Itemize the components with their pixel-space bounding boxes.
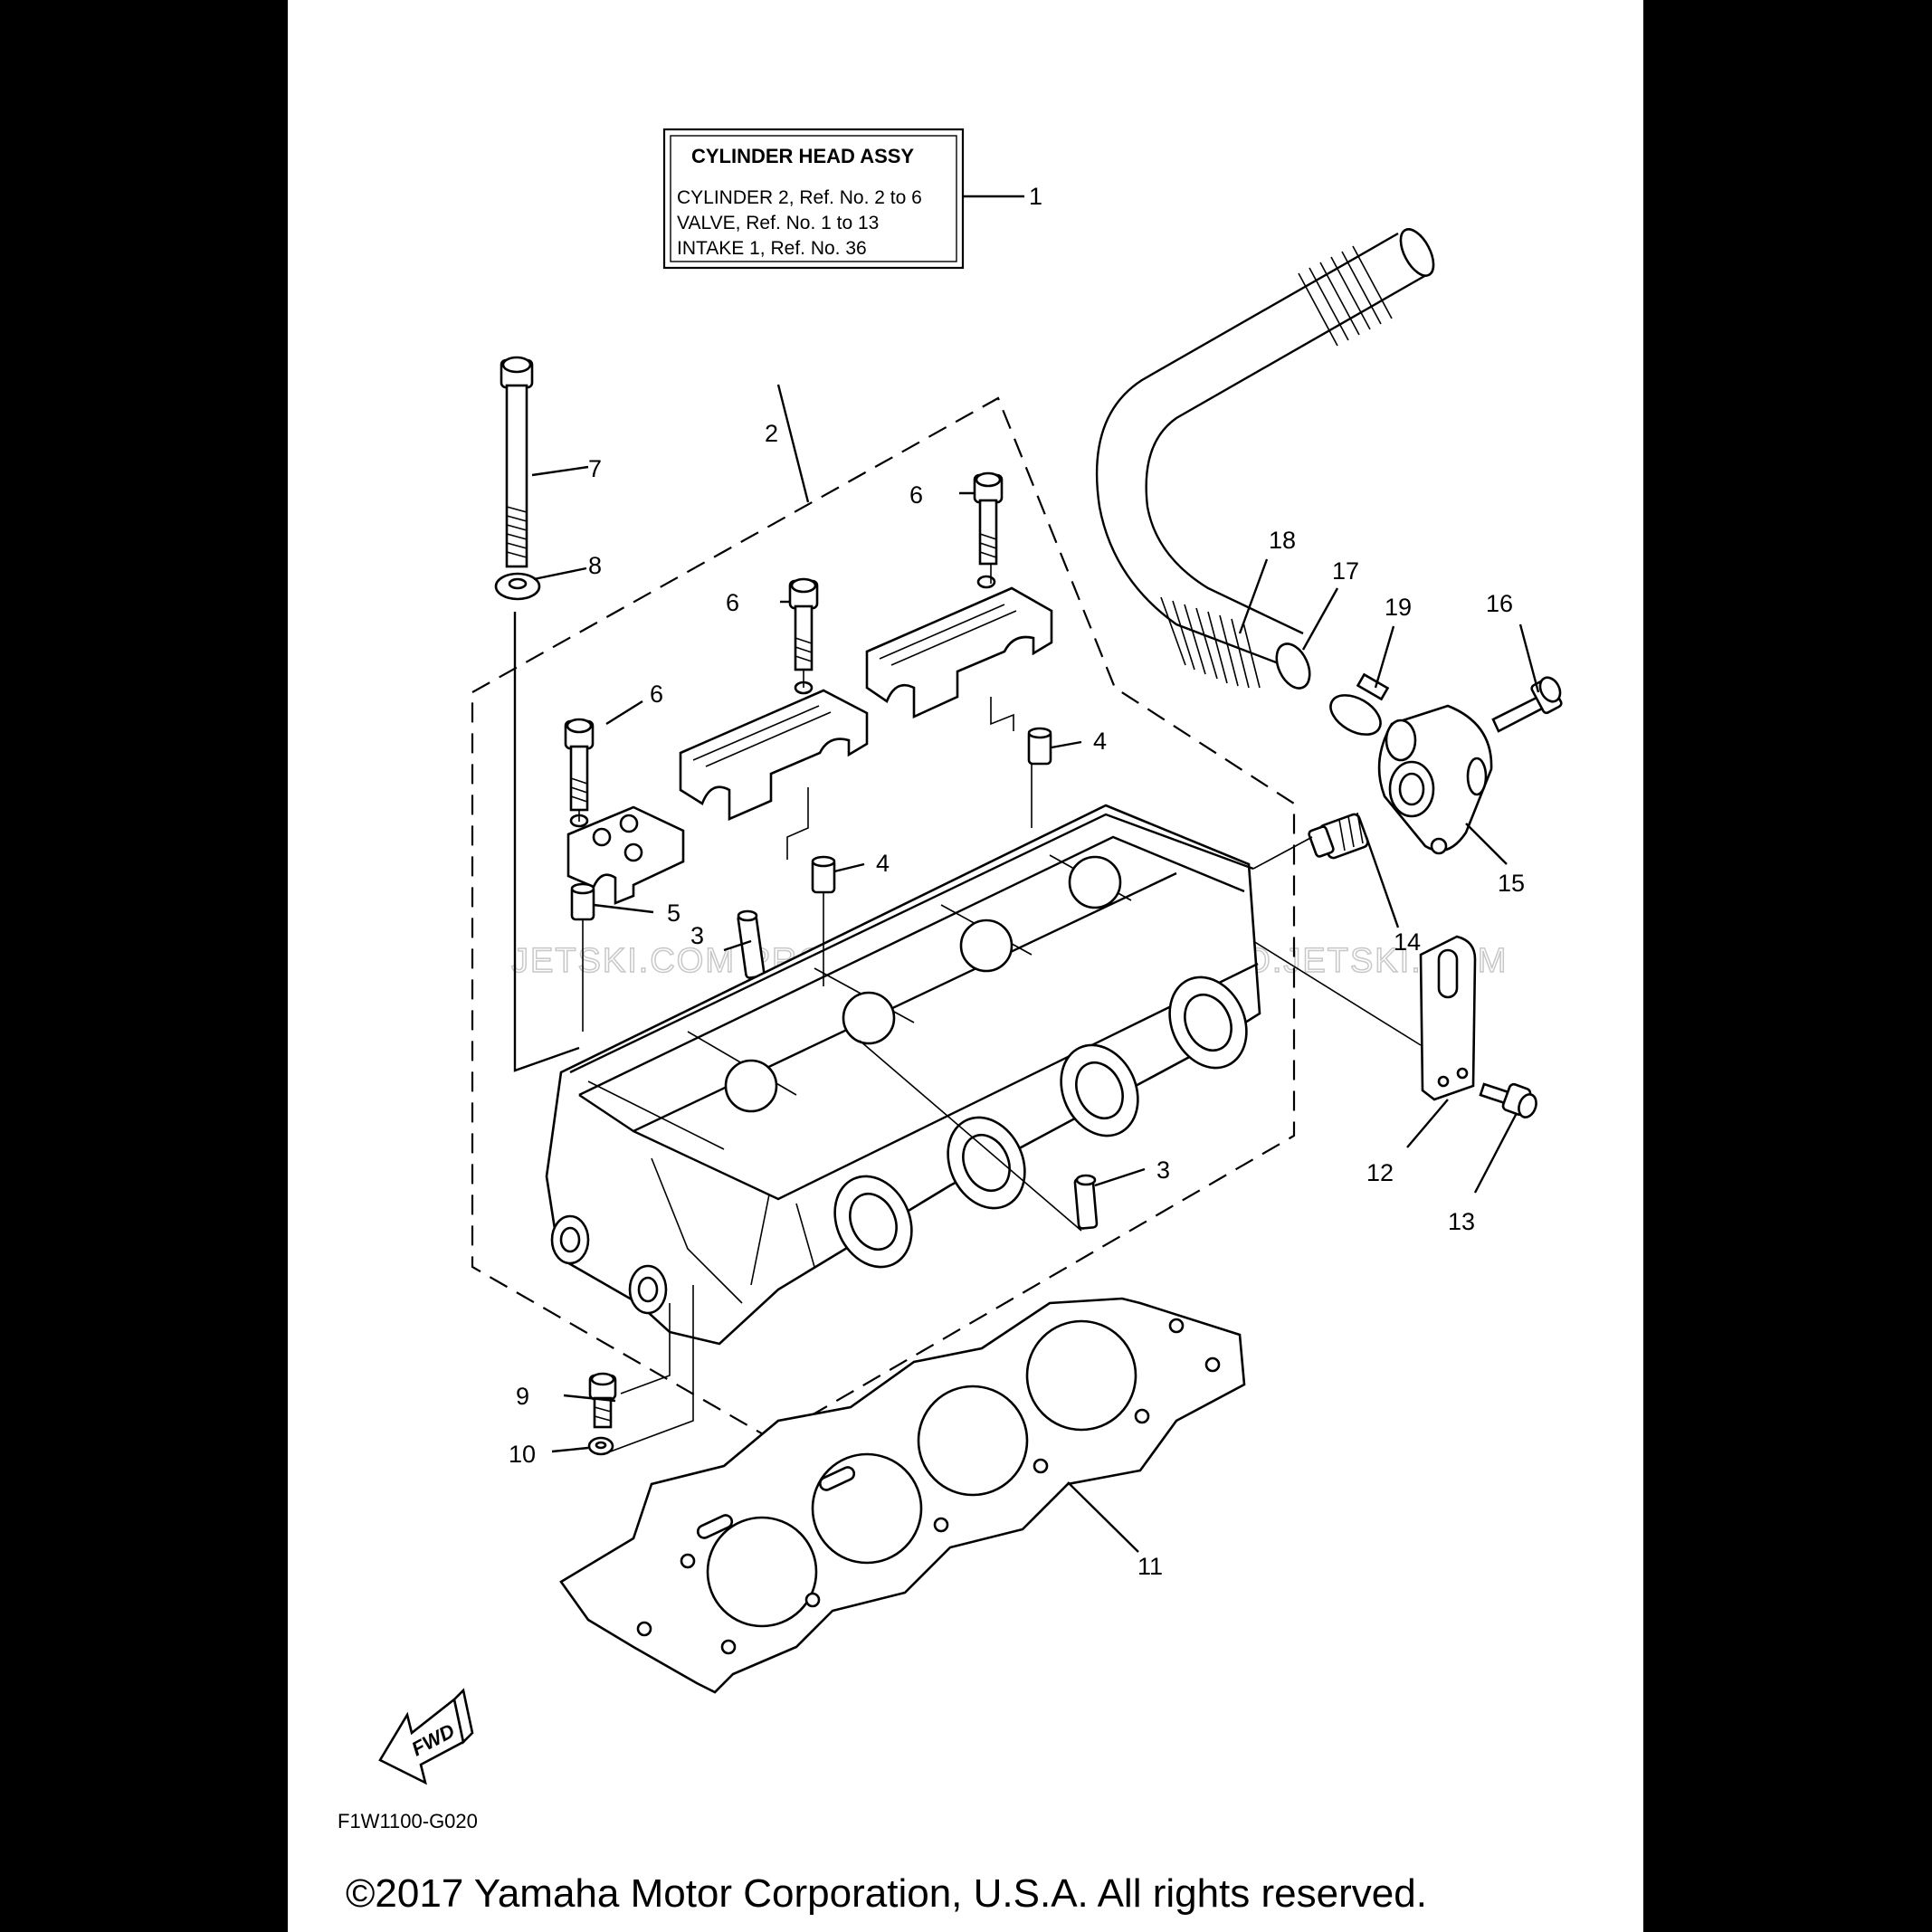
callout-10: 10 — [509, 1441, 536, 1468]
leader-lines — [531, 384, 1540, 1553]
washer-10 — [587, 1436, 614, 1456]
head-gasket — [559, 1297, 1246, 1694]
callout-3-upper: 3 — [690, 922, 704, 949]
callout-13: 13 — [1448, 1208, 1475, 1235]
callout-16: 16 — [1486, 590, 1513, 617]
callout-6-front: 6 — [650, 680, 663, 708]
pipe-bellows-lower — [1160, 596, 1261, 689]
callout-1: 1 — [1029, 183, 1042, 210]
dowel-3-lower — [1073, 1174, 1099, 1230]
callout-18: 18 — [1269, 527, 1296, 554]
bolt-6-middle — [788, 577, 819, 671]
washer-8 — [494, 572, 541, 601]
callout-14: 14 — [1394, 928, 1421, 956]
long-bolt-7 — [500, 356, 534, 568]
callout-6-rear: 6 — [909, 481, 923, 509]
cylinder-head-assembly-boundary — [471, 396, 1296, 1441]
callout-4-rear: 4 — [1093, 728, 1107, 755]
info-box-line-3: INTAKE 1, Ref. No. 36 — [677, 238, 867, 259]
thermostat-housing — [1377, 704, 1493, 855]
exhaust-port-1 — [833, 1175, 913, 1269]
info-box-title: CYLINDER HEAD ASSY — [691, 145, 914, 167]
bracket — [1419, 935, 1477, 1101]
callout-4-middle: 4 — [876, 850, 890, 877]
info-box-line-1: CYLINDER 2, Ref. No. 2 to 6 — [677, 187, 922, 208]
exhaust-port-4 — [1168, 976, 1248, 1070]
callout-3-lower: 3 — [1156, 1156, 1170, 1184]
bolt-16 — [1491, 676, 1563, 733]
info-box: CYLINDER HEAD ASSY CYLINDER 2, Ref. No. … — [662, 128, 1042, 270]
callout-17: 17 — [1332, 557, 1359, 585]
camshaft-cap-front — [566, 805, 685, 905]
callout-2: 2 — [765, 420, 778, 447]
dowel-5 — [570, 882, 595, 921]
callout-15: 15 — [1498, 870, 1525, 897]
camshaft-cap-rear — [865, 575, 1053, 719]
callout-19: 19 — [1385, 594, 1412, 621]
fwd-arrow: FWD — [378, 1688, 474, 1785]
exhaust-port-2 — [947, 1116, 1026, 1210]
intake-pipe — [1095, 228, 1435, 690]
bolt-9 — [588, 1372, 617, 1429]
callout-12: 12 — [1366, 1159, 1394, 1186]
hose-clamp — [1329, 672, 1390, 736]
callout-9: 9 — [516, 1383, 529, 1410]
copyright: ©2017 Yamaha Motor Corporation, U.S.A. A… — [346, 1871, 1427, 1916]
pipe-bellows-upper — [1298, 245, 1393, 347]
dowel-3-upper — [737, 909, 766, 979]
bolt-13 — [1479, 1082, 1537, 1118]
exhaust-port-3 — [1060, 1043, 1139, 1137]
dowel-4-rear — [1027, 727, 1052, 766]
bolt-6-rear — [973, 471, 1004, 566]
camshaft-cap-middle — [679, 680, 869, 821]
bolt-6-front — [564, 718, 595, 812]
callout-11: 11 — [1137, 1553, 1163, 1580]
callout-8: 8 — [588, 552, 602, 579]
callout-6-middle: 6 — [726, 589, 739, 616]
thermostat — [1308, 812, 1369, 860]
cylinder-head — [545, 804, 1261, 1346]
diagram-code: F1W1100-G020 — [338, 1810, 478, 1832]
info-box-line-2: VALVE, Ref. No. 1 to 13 — [677, 213, 879, 233]
dowel-4-middle — [811, 855, 836, 894]
callout-7: 7 — [588, 455, 602, 482]
callout-5: 5 — [667, 899, 680, 927]
